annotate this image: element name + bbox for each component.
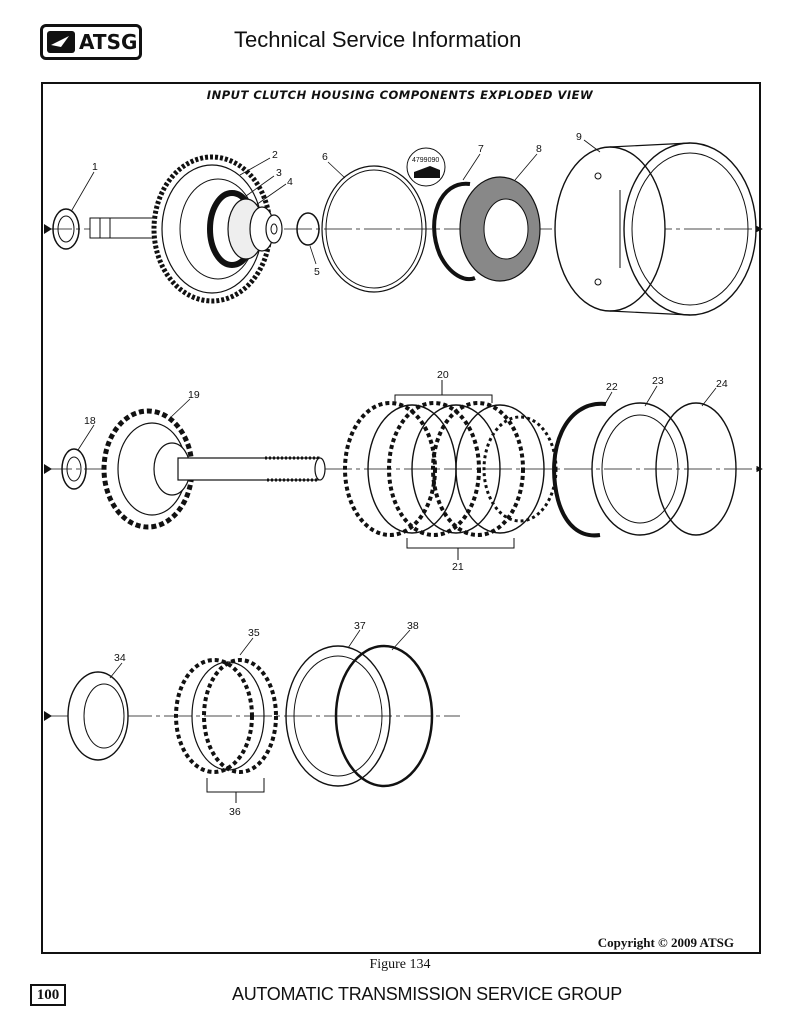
callout-9: 9 xyxy=(576,131,582,143)
part-38-snap-ring xyxy=(334,644,434,788)
part-8-spring-plate xyxy=(459,176,541,282)
part-6-large-seal xyxy=(321,165,427,293)
logo-text: ATSG xyxy=(79,30,138,54)
callout-35: 35 xyxy=(248,627,260,639)
part-34-thrust-plate xyxy=(67,671,129,761)
callout-24: 24 xyxy=(716,378,728,390)
row2-centerline xyxy=(44,464,763,474)
page-number: 100 xyxy=(30,984,66,1006)
part-5-seal-ring xyxy=(296,212,320,246)
part-22-snap-ring xyxy=(552,401,607,538)
callout-3: 3 xyxy=(276,167,282,179)
part-9-clutch-housing xyxy=(554,142,757,316)
callout-19: 19 xyxy=(188,389,200,401)
part-35-36-clutch-plates xyxy=(174,658,278,803)
callout-4: 4 xyxy=(287,176,293,188)
part-37-backing-plate xyxy=(285,645,391,787)
part-24-seal-ring xyxy=(655,402,737,536)
part-number-stamp-text: 4799090 xyxy=(412,157,439,164)
callout-2: 2 xyxy=(272,149,278,161)
callout-34: 34 xyxy=(114,652,126,664)
part-1-thrust-washer xyxy=(52,208,80,250)
callout-20: 20 xyxy=(437,369,449,381)
diagram-frame xyxy=(41,82,761,954)
part-20-21-clutch-pack xyxy=(343,380,558,560)
page-title: Technical Service Information xyxy=(234,27,522,52)
part-18-thrust-washer xyxy=(61,448,87,490)
callout-labels: 1 2 3 4 5 6 7 8 9 18 19 20 21 22 23 24 3… xyxy=(84,131,728,818)
part-2-input-gear xyxy=(89,154,283,304)
leader-lines xyxy=(71,139,717,679)
callout-1: 1 xyxy=(92,161,98,173)
callout-36: 36 xyxy=(229,806,241,818)
row1-centerline xyxy=(44,224,763,234)
part-7-snap-ring xyxy=(432,181,476,281)
figure-caption: Figure 134 xyxy=(369,957,431,972)
callout-18: 18 xyxy=(84,415,96,427)
logo-emblem-icon xyxy=(47,31,75,53)
copyright-notice: Copyright © 2009 ATSG xyxy=(597,935,734,950)
atsg-logo: ATSG xyxy=(40,24,142,60)
part-23-piston xyxy=(591,402,689,536)
callout-6: 6 xyxy=(322,151,328,163)
callout-37: 37 xyxy=(354,620,366,632)
diagram-title: INPUT CLUTCH HOUSING COMPONENTS EXPLODED… xyxy=(206,88,594,102)
callout-22: 22 xyxy=(606,381,618,393)
callout-7: 7 xyxy=(478,143,484,155)
footer-org-name: AUTOMATIC TRANSMISSION SERVICE GROUP xyxy=(232,984,622,1004)
callout-23: 23 xyxy=(652,375,664,387)
callout-21: 21 xyxy=(452,561,464,573)
callout-38: 38 xyxy=(407,620,419,632)
callout-5: 5 xyxy=(314,266,320,278)
part-number-stamp xyxy=(406,147,446,187)
part-19-clutch-hub-shaft xyxy=(101,408,326,530)
callout-8: 8 xyxy=(536,143,542,155)
